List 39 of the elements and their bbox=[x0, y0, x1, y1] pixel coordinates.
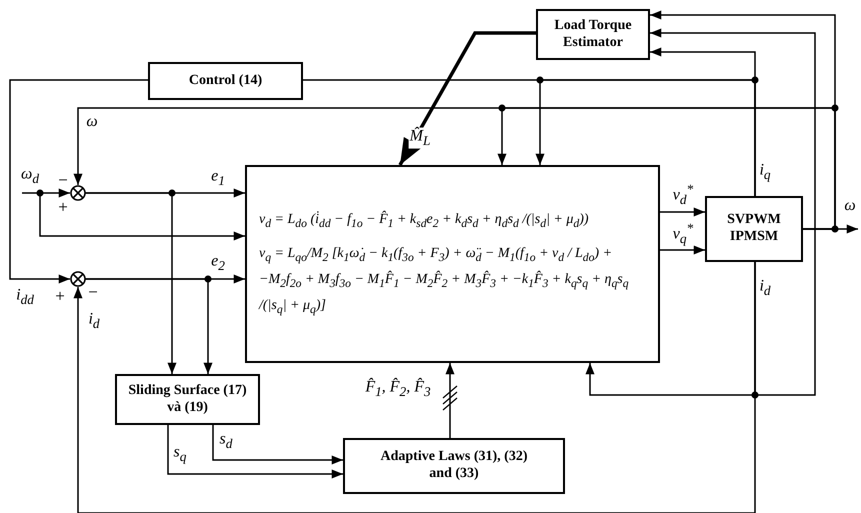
signal-arrow bbox=[398, 31, 536, 166]
signal-arrow bbox=[22, 188, 70, 198]
summing-junction bbox=[70, 185, 86, 201]
block-label: Load Torque Estimator bbox=[553, 18, 633, 52]
signal-arrow bbox=[660, 208, 705, 216]
estimator-block bbox=[536, 9, 650, 60]
inverter-motor-block bbox=[705, 196, 803, 262]
edge-label: i$_{q}$ bbox=[758, 162, 772, 182]
edge-label: i$_{d}$ bbox=[758, 278, 772, 298]
controller-block bbox=[245, 165, 660, 363]
signal-arrow bbox=[86, 278, 212, 374]
signal-arrow bbox=[536, 79, 756, 196]
sign-label: + bbox=[55, 288, 65, 304]
equation: v$_{q}$ = L$_{qo}$/M$_{2}$ [k$_{1}$ω̇$_{d}$ − k$_{1}$(f$_{3o}$ + F$_{3}$) + ω̈$_{d}$ − M$_{1}$(f$_{1o}$ + v$_{d}$ / L$_{do}$) + −M$_{2}$f$_{2o}$ + M$_{3}$f$_{3o}$ − M$_{1}$F̂$_{1}$ − M$_{2}$F̂$_{2}$ + M$_{3}$F̂$_{3}$ + −k$_{1}$F̂$_{3}$ + k$_{q}$s$_{q}$ + η$_{q}$s$_{q}$ /(|s$_{q}$| + μ$_{q}$)] bbox=[258, 244, 630, 318]
signal-arrow bbox=[650, 28, 816, 396]
control-block bbox=[148, 62, 303, 100]
sliding-surface-block bbox=[115, 374, 260, 425]
signal-arrow bbox=[803, 224, 858, 234]
summing-junction bbox=[70, 271, 86, 287]
signal-arrow bbox=[86, 192, 176, 374]
signal-arrow bbox=[446, 363, 454, 438]
signal-arrow bbox=[9, 79, 148, 284]
signal-arrow bbox=[167, 425, 343, 478]
equation: v$_{d}$ = L$_{do}$ (i̇$_{dd}$ − f$_{1o}$ − F̂$_{1}$ + k$_{sd}$e$_{2}$ + k$_{d}$s$_{d}$ + η$_{d}$s$_{d}$ /(|s$_{d}$| + μ$_{d}$)) bbox=[258, 210, 590, 232]
sign-label: + bbox=[58, 198, 68, 216]
sign-label: − bbox=[58, 172, 68, 188]
adaptive-law-block bbox=[343, 438, 565, 494]
edge-label: i$_{d}$ bbox=[87, 310, 101, 332]
block-label: Adaptive Laws (31), (32) and (33) bbox=[380, 449, 528, 483]
signal-arrow bbox=[212, 425, 343, 464]
signal-arrow bbox=[660, 246, 705, 254]
block-label: SVPWM IPMSM bbox=[726, 212, 782, 246]
signal-arrow bbox=[586, 262, 756, 396]
block-label: Control (14) bbox=[188, 72, 262, 90]
edge-label: M̂$_{L}$ bbox=[408, 128, 432, 148]
block-label: Sliding Surface (17) và (19) bbox=[128, 382, 248, 416]
edge-label: F̂$_{1}$, F̂$_{2}$, F̂$_{3}$ bbox=[364, 378, 432, 400]
edge-label: i$_{dd}$ bbox=[15, 286, 35, 308]
sign-label: − bbox=[88, 284, 98, 300]
